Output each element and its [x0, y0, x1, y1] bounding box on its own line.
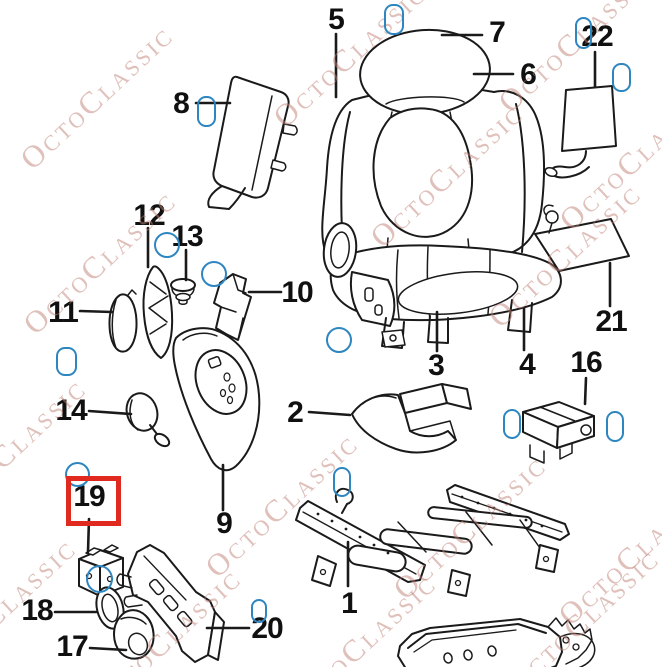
- leader-14: [87, 409, 133, 416]
- highlight-box-part-19[interactable]: [66, 476, 121, 526]
- callout-17[interactable]: 17: [56, 630, 88, 663]
- leader-17: [88, 646, 128, 652]
- part-21-heater-element: [534, 204, 630, 272]
- part-20-shield-panel: [116, 544, 225, 663]
- part-lower-frame: [397, 617, 596, 667]
- part-17-knob-cap: [113, 609, 155, 660]
- leader-16: [583, 376, 588, 406]
- selection-mark: [326, 327, 352, 353]
- part-8-trim: [207, 75, 298, 210]
- part-12-handle: [142, 265, 174, 359]
- selection-mark: [606, 411, 624, 442]
- callout-18[interactable]: 18: [21, 594, 53, 627]
- selection-mark: [86, 565, 113, 593]
- callout-21[interactable]: 21: [595, 305, 627, 338]
- callout-11[interactable]: 11: [48, 296, 79, 329]
- selection-mark: [201, 261, 227, 287]
- callout-1[interactable]: 1: [341, 587, 358, 620]
- selection-mark: [65, 462, 90, 487]
- part-seat-assembly: [321, 28, 562, 349]
- selection-mark: [575, 17, 592, 49]
- callout-8[interactable]: 8: [173, 87, 190, 120]
- selection-mark: [197, 96, 216, 127]
- selection-mark: [384, 4, 404, 35]
- selection-mark: [251, 599, 267, 623]
- callout-9[interactable]: 9: [216, 507, 233, 540]
- callout-2[interactable]: 2: [287, 396, 304, 429]
- part-9-side-shield: [172, 327, 261, 472]
- callout-10[interactable]: 10: [281, 276, 313, 309]
- part-22-heater-pad: [544, 85, 617, 179]
- part-13-clip: [170, 278, 196, 305]
- selection-mark: [503, 409, 521, 439]
- selection-mark: [56, 347, 77, 376]
- part-11-lever: [108, 289, 138, 353]
- part-14-knob: [125, 392, 171, 448]
- callout-12[interactable]: 12: [133, 199, 165, 232]
- callout-3[interactable]: 3: [428, 349, 445, 382]
- callout-6[interactable]: 6: [520, 58, 537, 91]
- callout-16[interactable]: 16: [570, 346, 602, 379]
- callout-5[interactable]: 5: [328, 3, 345, 36]
- selection-mark: [154, 232, 180, 258]
- selection-mark: [612, 63, 631, 92]
- callout-4[interactable]: 4: [519, 348, 536, 381]
- selection-mark: [333, 467, 351, 497]
- part-1-seat-track-frame: [295, 484, 570, 597]
- callout-14[interactable]: 14: [55, 394, 87, 427]
- part-16-module: [522, 401, 595, 464]
- leader-2: [307, 410, 352, 417]
- part-10-bracket: [213, 273, 252, 341]
- callout-7[interactable]: 7: [489, 16, 506, 49]
- leader-11: [78, 309, 114, 314]
- part-2-carpet: [351, 383, 472, 454]
